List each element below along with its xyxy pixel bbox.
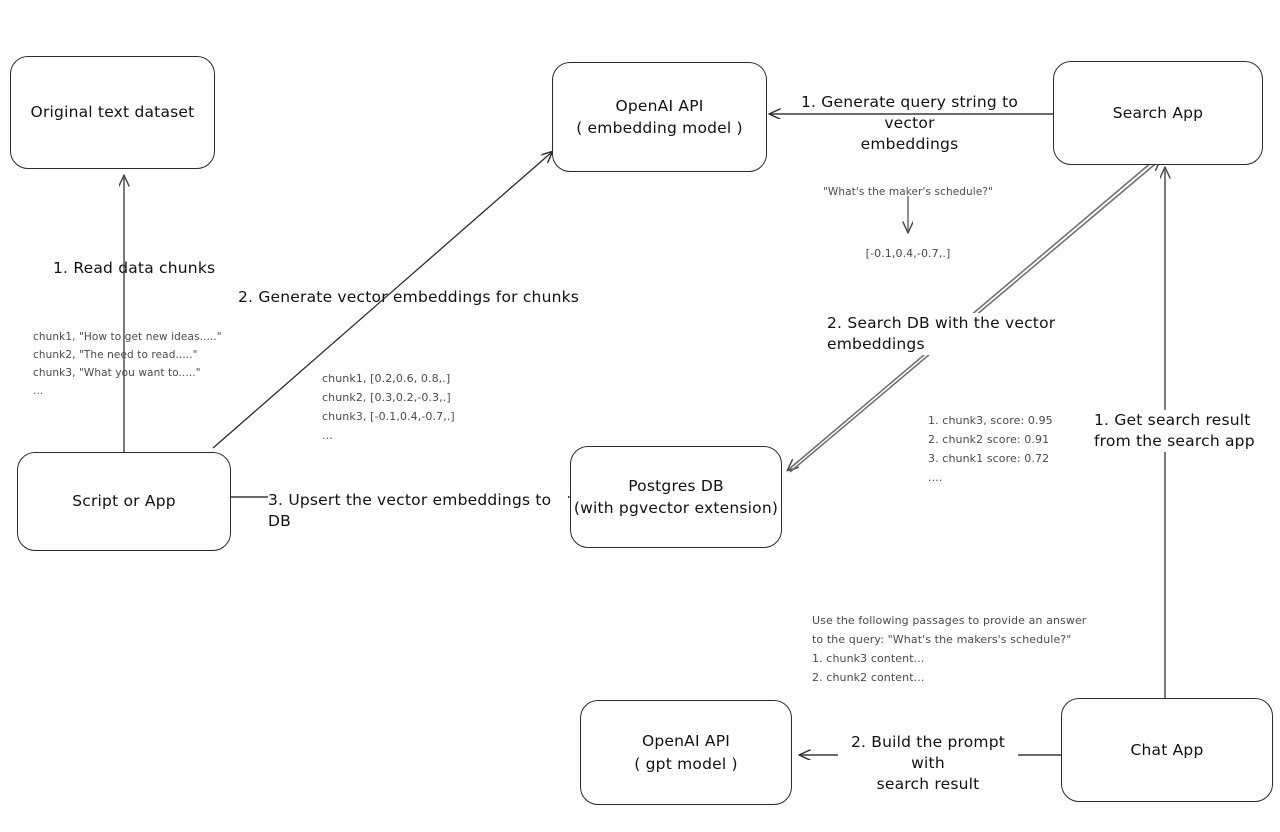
note-search-results: 1. chunk3, score: 0.95 2. chunk2 score: … <box>928 414 1053 484</box>
node-search-app[interactable]: Search App <box>1053 61 1263 165</box>
note-query-vector: [-0.1,0.4,-0.7,.] <box>865 247 951 260</box>
node-postgres-db[interactable]: Postgres DB (with pgvector extension) <box>570 446 782 548</box>
note-chunk-vectors: chunk1, [0.2,0.6, 0.8,.] chunk2, [0.3,0.… <box>322 372 455 442</box>
node-script-or-app[interactable]: Script or App <box>17 452 231 551</box>
note-query-string: "What's the maker's schedule?" <box>823 186 993 198</box>
node-openai-api-gpt[interactable]: OpenAI API ( gpt model ) <box>580 700 792 805</box>
node-sublabel: ( embedding model ) <box>576 119 743 137</box>
edge-label-generate-embeddings: 2. Generate vector embeddings for chunks <box>238 288 580 306</box>
node-label: Postgres DB <box>628 476 724 495</box>
edge-label-build-prompt: 2. Build the prompt with search result <box>838 732 1018 795</box>
edge-label-read-data-chunks: 1. Read data chunks <box>53 259 216 277</box>
node-label: Search App <box>1112 103 1204 122</box>
edge-label-generate-query-vector: 1. Generate query string to vector embed… <box>800 93 1019 153</box>
node-label: OpenAI API <box>641 732 731 751</box>
edge-label-search-db: 2. Search DB with the vector embeddings <box>827 313 1127 355</box>
node-sublabel: (with pgvector extension) <box>573 499 779 517</box>
node-original-text-dataset[interactable]: Original text dataset <box>10 56 215 169</box>
node-label: Chat App <box>1130 740 1204 759</box>
node-chat-app[interactable]: Chat App <box>1061 698 1273 802</box>
edge-label-upsert-to-db: 3. Upsert the vector embeddings to DB <box>268 490 568 532</box>
node-sublabel: ( gpt model ) <box>634 754 738 773</box>
edge-label-get-search-result: 1. Get search result from the search app <box>1094 410 1280 452</box>
node-openai-api-embedding[interactable]: OpenAI API ( embedding model ) <box>552 62 767 172</box>
note-prompt-text: Use the following passages to provide an… <box>812 614 1087 684</box>
note-raw-chunks: chunk1, "How to get new ideas....." chun… <box>33 331 222 398</box>
node-label: Script or App <box>72 492 176 511</box>
node-label: OpenAI API <box>615 96 704 115</box>
node-label: Original text dataset <box>30 103 195 122</box>
